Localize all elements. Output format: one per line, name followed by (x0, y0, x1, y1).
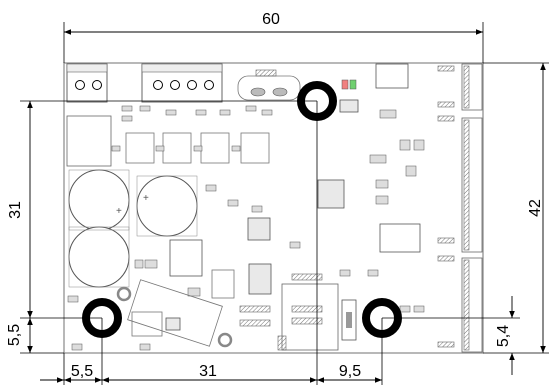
dim-height-right: 42 (527, 199, 544, 217)
dim-bottom-left: 5,5 (71, 363, 93, 380)
led-red-icon (341, 79, 349, 90)
smd-chip-small (339, 99, 359, 113)
dim-width-top: 60 (262, 11, 280, 28)
rotated-module (127, 279, 223, 347)
svg-text:+: + (143, 193, 149, 204)
dim-height-left: 31 (7, 201, 24, 219)
smd-resistor-row (111, 105, 273, 152)
led-green-icon (349, 79, 357, 90)
bottom-components (67, 273, 425, 351)
pcb-outline (63, 62, 484, 354)
right-edge-connectors (437, 63, 483, 353)
terminal-block-4pin (141, 63, 223, 103)
extension-lines (20, 22, 549, 385)
terminal-block-2pin (66, 63, 108, 103)
small-mount-ring-icon (217, 332, 233, 348)
svg-text:+: + (116, 206, 122, 217)
small-mount-ring-icon (116, 286, 132, 302)
crystal-component (237, 69, 301, 101)
center-components (134, 184, 301, 299)
dim-hole-offset-right: 5,4 (495, 325, 512, 347)
inductor-large (66, 115, 112, 167)
electrolytic-capacitors: + + (68, 169, 198, 288)
right-side-components (317, 63, 425, 277)
dim-hole-offset-left: 5,5 (6, 324, 23, 346)
dimension-lines (27, 29, 546, 383)
dim-bottom-right: 9,5 (339, 363, 361, 380)
dim-bottom-middle: 31 (199, 363, 217, 380)
